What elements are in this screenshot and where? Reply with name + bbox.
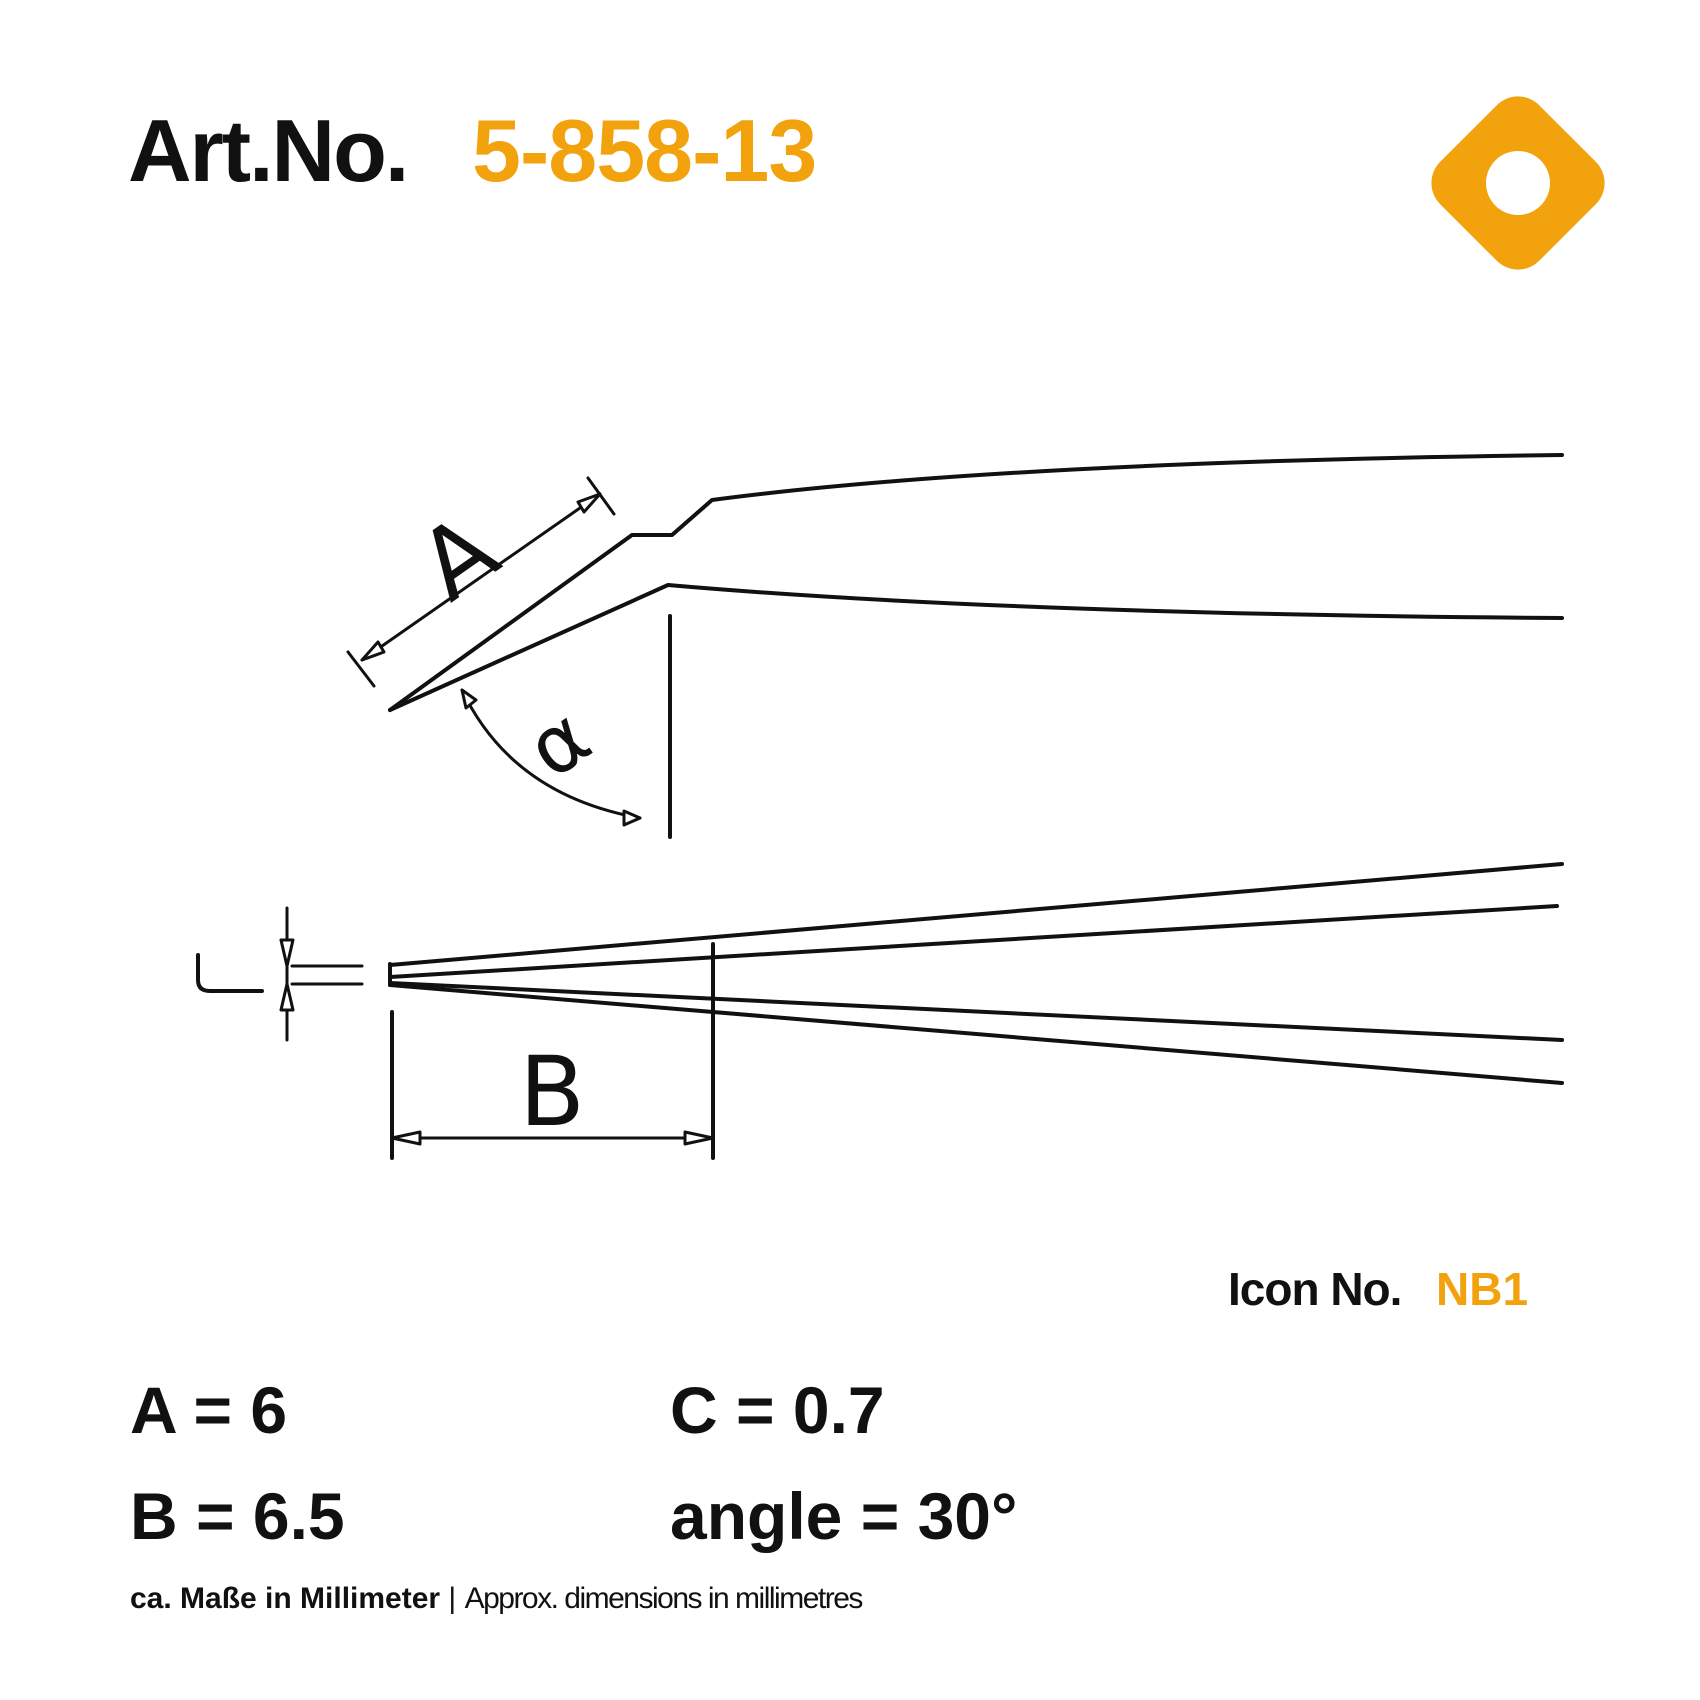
top-view-lower-outer bbox=[388, 983, 1564, 1085]
article-number-label: Art.No. bbox=[128, 101, 409, 200]
dimension-c-value: C = 0.7 bbox=[670, 1373, 885, 1447]
dimension-a-line bbox=[360, 492, 602, 662]
side-view-upper-edge bbox=[388, 453, 1564, 712]
footnote-english: Approx. dimensions in millimetres bbox=[464, 1582, 864, 1615]
angle-alpha-label: α bbox=[510, 690, 607, 796]
footnote-german: ca. Maße in Millimeter bbox=[130, 1582, 441, 1615]
angle-arc bbox=[460, 688, 642, 820]
side-view-lower-edge bbox=[388, 583, 1564, 712]
angle-value: angle = 30° bbox=[670, 1479, 1018, 1553]
top-view-lower-inner bbox=[388, 981, 1564, 1042]
footnote-separator: | bbox=[440, 1582, 465, 1615]
dimension-a-label: A bbox=[399, 493, 517, 622]
dimension-b-value: B = 6.5 bbox=[130, 1479, 345, 1553]
dimension-a-value: A = 6 bbox=[130, 1373, 288, 1447]
top-view-upper-outer bbox=[388, 862, 1564, 967]
units-footnote: ca. Maße in Millimeter | Approx. dimensi… bbox=[130, 1582, 864, 1616]
dimension-c-symbol bbox=[196, 953, 264, 993]
article-number-value: 5-858-13 bbox=[472, 101, 817, 200]
dimension-a-extension-1 bbox=[346, 650, 376, 688]
dimension-a-extension-2 bbox=[586, 476, 616, 516]
top-view-upper-inner bbox=[388, 904, 1559, 979]
icon-number-label: Icon No. bbox=[1228, 1263, 1402, 1315]
icon-number-value: NB1 bbox=[1436, 1263, 1529, 1315]
dimension-b-label: B bbox=[519, 1036, 585, 1148]
tip-shape-diamond-icon bbox=[1431, 96, 1605, 270]
